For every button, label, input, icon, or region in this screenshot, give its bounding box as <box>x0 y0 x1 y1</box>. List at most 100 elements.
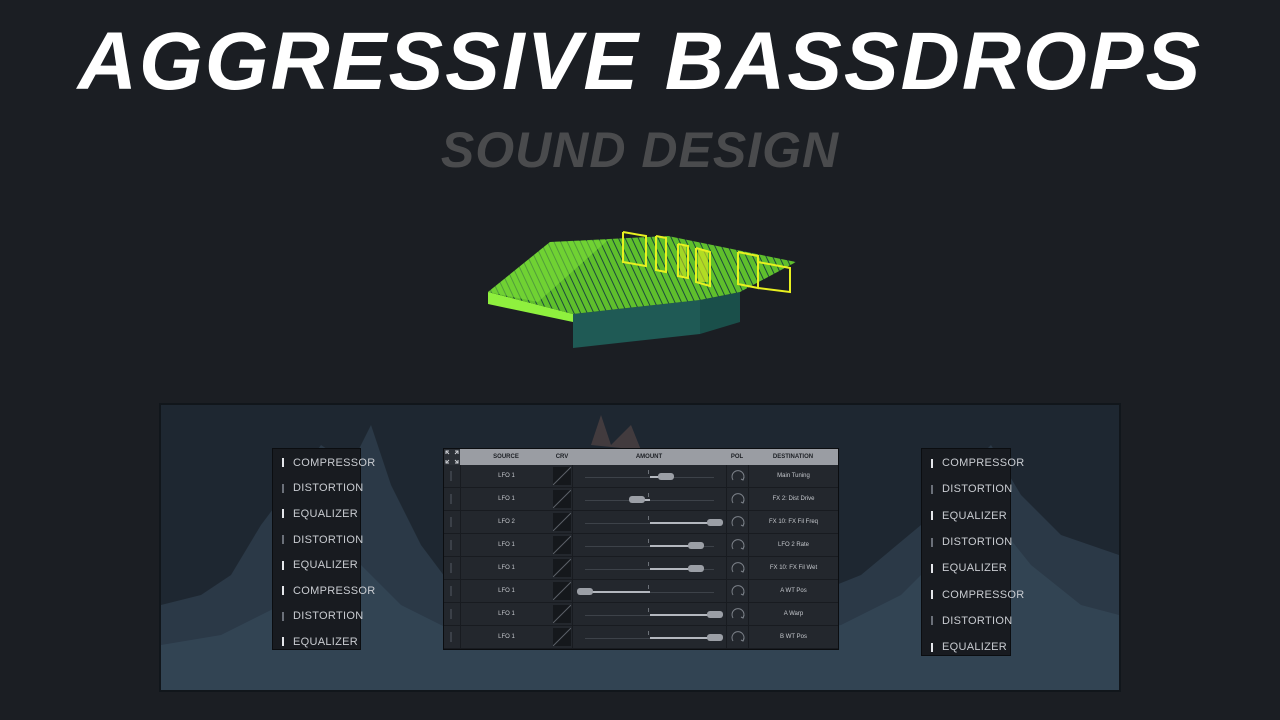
slider-knob[interactable] <box>629 496 645 503</box>
fx-enable-toggle[interactable] <box>931 458 933 468</box>
mod-source[interactable]: LFO 1 <box>460 534 552 556</box>
fx-item-distortion[interactable]: DISTORTION <box>273 604 363 630</box>
polarity-toggle[interactable] <box>726 557 748 579</box>
fx-item-equalizer[interactable]: EQUALIZER <box>922 503 1010 529</box>
fx-item-equalizer[interactable]: EQUALIZER <box>922 555 1010 581</box>
fx-enable-toggle[interactable] <box>931 590 933 600</box>
curve-editor[interactable] <box>552 580 572 602</box>
fx-item-compressor[interactable]: COMPRESSOR <box>922 450 1024 476</box>
fx-item-distortion[interactable]: DISTORTION <box>922 608 1012 634</box>
polarity-toggle[interactable] <box>726 603 748 625</box>
curve-editor[interactable] <box>552 603 572 625</box>
amount-slider[interactable] <box>572 557 726 579</box>
amount-slider[interactable] <box>572 511 726 533</box>
polarity-toggle[interactable] <box>726 488 748 510</box>
fx-enable-toggle[interactable] <box>282 586 284 596</box>
fx-enable-toggle[interactable] <box>282 637 284 647</box>
polarity-toggle[interactable] <box>726 511 748 533</box>
amount-slider[interactable] <box>572 488 726 510</box>
mod-destination[interactable]: FX 2: Dist Drive <box>748 488 838 510</box>
fx-enable-toggle[interactable] <box>282 483 284 493</box>
mod-source[interactable]: LFO 1 <box>460 603 552 625</box>
row-grip[interactable] <box>444 511 460 533</box>
fx-item-distortion[interactable]: DISTORTION <box>273 527 363 553</box>
mod-matrix-row[interactable]: LFO 1 Main Tuning <box>444 465 838 488</box>
row-grip[interactable] <box>444 603 460 625</box>
slider-knob[interactable] <box>707 519 723 526</box>
polarity-toggle[interactable] <box>726 534 748 556</box>
slider-knob[interactable] <box>658 473 675 480</box>
amount-slider[interactable] <box>572 580 726 602</box>
fx-enable-toggle[interactable] <box>282 458 284 468</box>
mod-matrix-row[interactable]: LFO 1 LFO 2 Rate <box>444 534 838 557</box>
fx-enable-toggle[interactable] <box>931 616 933 626</box>
fx-item-distortion[interactable]: DISTORTION <box>922 529 1012 555</box>
curve-editor[interactable] <box>552 534 572 556</box>
amount-slider[interactable] <box>572 534 726 556</box>
row-grip[interactable] <box>444 557 460 579</box>
row-grip[interactable] <box>444 465 460 487</box>
row-grip[interactable] <box>444 580 460 602</box>
expand-arrows-icon[interactable] <box>444 449 460 465</box>
wavetable-3d-view[interactable] <box>478 222 812 368</box>
mod-destination[interactable]: LFO 2 Rate <box>748 534 838 556</box>
mod-matrix-row[interactable]: LFO 1 FX 10: FX Fil Wet <box>444 557 838 580</box>
mod-matrix-row[interactable]: LFO 1 B WT Pos <box>444 626 838 649</box>
polarity-toggle[interactable] <box>726 465 748 487</box>
mod-matrix-row[interactable]: LFO 2 FX 10: FX Fil Freq <box>444 511 838 534</box>
mod-matrix-row[interactable]: LFO 1 A WT Pos <box>444 580 838 603</box>
amount-slider[interactable] <box>572 603 726 625</box>
fx-enable-toggle[interactable] <box>931 563 933 573</box>
curve-editor[interactable] <box>552 488 572 510</box>
mod-source[interactable]: LFO 1 <box>460 465 552 487</box>
curve-editor[interactable] <box>552 557 572 579</box>
fx-item-equalizer[interactable]: EQUALIZER <box>273 629 360 655</box>
mod-destination[interactable]: FX 10: FX Fil Freq <box>748 511 838 533</box>
mod-source[interactable]: LFO 1 <box>460 488 552 510</box>
mod-source[interactable]: LFO 1 <box>460 557 552 579</box>
fx-enable-toggle[interactable] <box>282 560 284 570</box>
fx-item-equalizer[interactable]: EQUALIZER <box>273 552 360 578</box>
mod-destination[interactable]: B WT Pos <box>748 626 838 648</box>
fx-enable-toggle[interactable] <box>282 509 284 519</box>
curve-editor[interactable] <box>552 465 572 487</box>
amount-slider[interactable] <box>572 465 726 487</box>
mod-destination[interactable]: FX 10: FX Fil Wet <box>748 557 838 579</box>
amount-slider[interactable] <box>572 626 726 648</box>
curve-editor[interactable] <box>552 511 572 533</box>
mod-source[interactable]: LFO 1 <box>460 626 552 648</box>
fx-enable-toggle[interactable] <box>931 511 933 521</box>
polarity-toggle[interactable] <box>726 626 748 648</box>
slider-knob[interactable] <box>687 565 704 572</box>
row-grip[interactable] <box>444 488 460 510</box>
fx-item-distortion[interactable]: DISTORTION <box>922 476 1012 502</box>
slider-knob[interactable] <box>707 611 723 618</box>
slider-center-mark <box>648 631 649 635</box>
fx-enable-toggle[interactable] <box>282 611 284 621</box>
fx-item-compressor[interactable]: COMPRESSOR <box>273 578 375 604</box>
fx-enable-toggle[interactable] <box>282 535 284 545</box>
fx-enable-toggle[interactable] <box>931 642 933 652</box>
curve-icon <box>553 490 571 508</box>
fx-enable-toggle[interactable] <box>931 484 933 494</box>
fx-enable-toggle[interactable] <box>931 537 933 547</box>
mod-source[interactable]: LFO 1 <box>460 580 552 602</box>
fx-item-equalizer[interactable]: EQUALIZER <box>273 501 360 527</box>
slider-knob[interactable] <box>577 588 593 595</box>
row-grip[interactable] <box>444 534 460 556</box>
slider-knob[interactable] <box>707 634 723 641</box>
mod-destination[interactable]: Main Tuning <box>748 465 838 487</box>
fx-item-compressor[interactable]: COMPRESSOR <box>273 450 375 476</box>
mod-matrix-row[interactable]: LFO 1 FX 2: Dist Drive <box>444 488 838 511</box>
mod-source[interactable]: LFO 2 <box>460 511 552 533</box>
polarity-toggle[interactable] <box>726 580 748 602</box>
row-grip[interactable] <box>444 626 460 648</box>
curve-editor[interactable] <box>552 626 572 648</box>
mod-destination[interactable]: A Warp <box>748 603 838 625</box>
mod-matrix-row[interactable]: LFO 1 A Warp <box>444 603 838 626</box>
fx-item-equalizer[interactable]: EQUALIZER <box>922 634 1010 660</box>
slider-knob[interactable] <box>687 542 704 549</box>
fx-item-distortion[interactable]: DISTORTION <box>273 476 363 502</box>
mod-destination[interactable]: A WT Pos <box>748 580 838 602</box>
fx-item-compressor[interactable]: COMPRESSOR <box>922 581 1024 607</box>
